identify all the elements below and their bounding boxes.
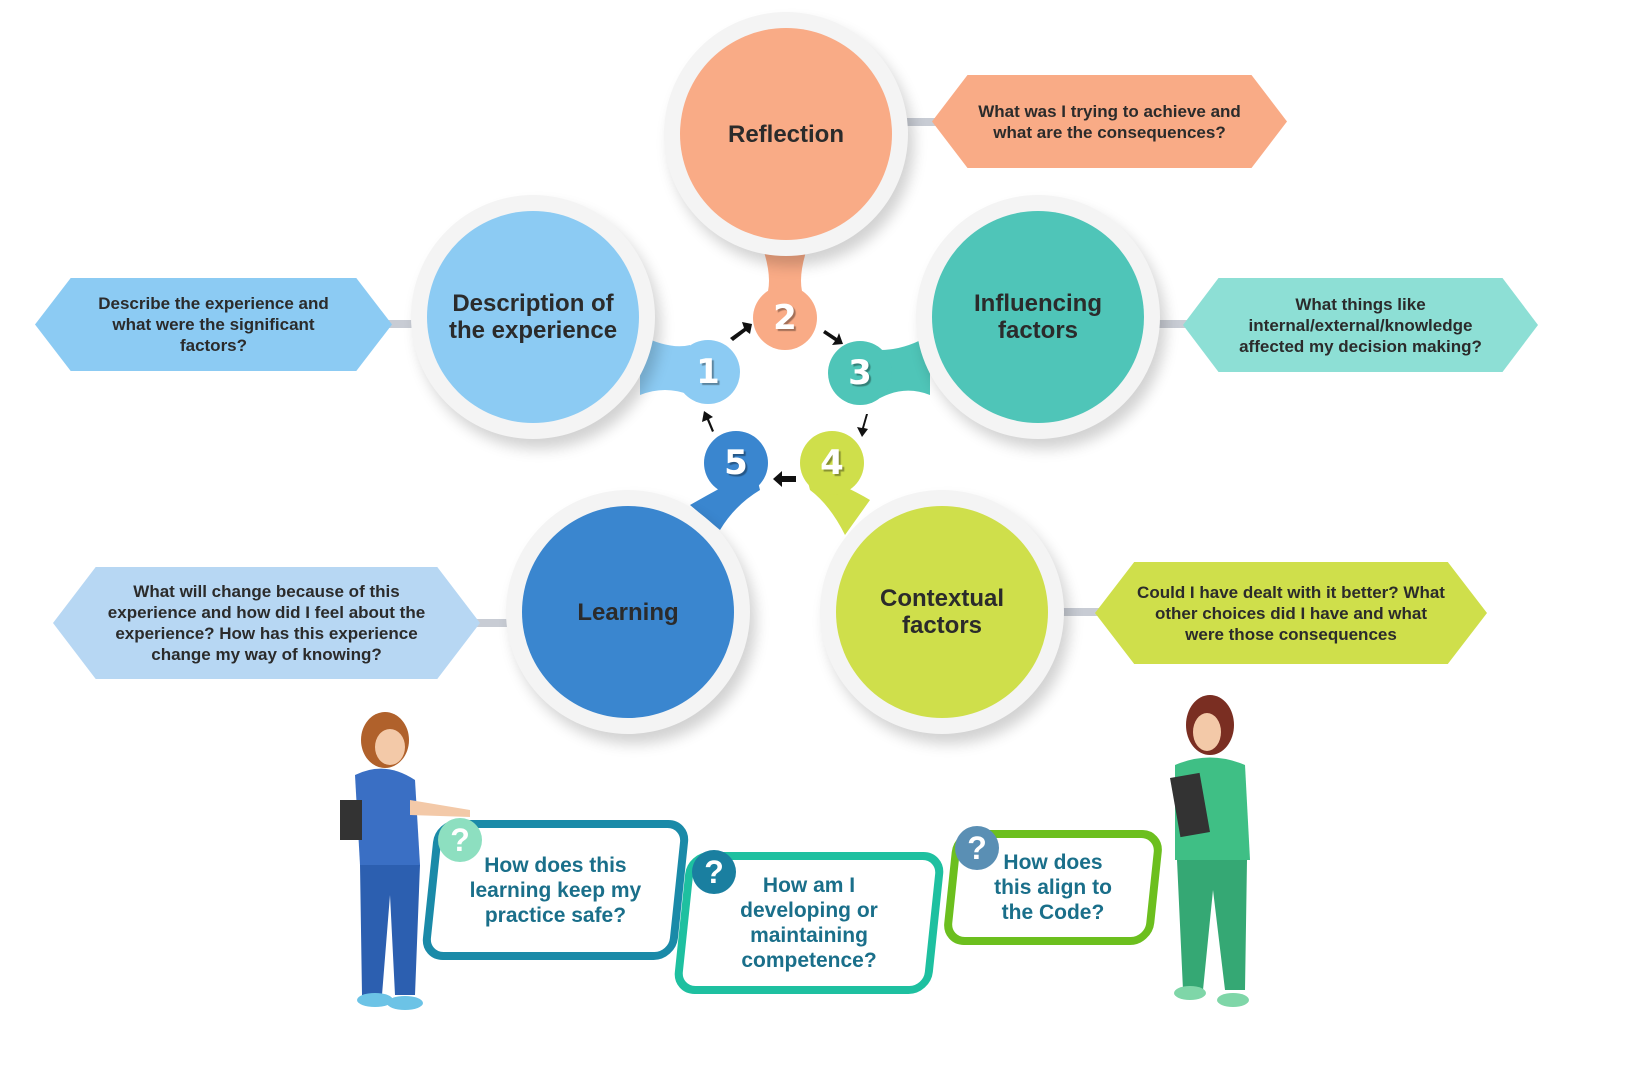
hex-influencing: What things like internal/external/knowl… — [1183, 278, 1538, 372]
circle-learning: Learning — [522, 506, 734, 718]
circle-reflection: Reflection — [680, 28, 892, 240]
circle-label: Contextual factors — [879, 585, 1004, 639]
hex-text: Describe the experience and what were th… — [98, 294, 329, 355]
circle-influencing: Influencing factors — [932, 211, 1144, 423]
hex-text: What will change because of this experie… — [107, 582, 426, 664]
hex-text: What things like internal/external/knowl… — [1239, 294, 1482, 356]
circle-label: Influencing factors — [974, 290, 1102, 344]
hex-text: What was I trying to achieve and what ar… — [978, 101, 1241, 142]
question-icon: ? — [692, 850, 736, 894]
question-text: How am I developing or maintaining compe… — [740, 874, 878, 972]
hex-contextual: Could I have dealt with it better? What … — [1095, 562, 1487, 664]
question-text: How does this learning keep my practice … — [469, 853, 642, 927]
step-number-1: 1 — [676, 340, 740, 404]
question-icon: ? — [955, 826, 999, 870]
circle-label: Reflection — [727, 120, 844, 148]
step-number-3: 3 — [828, 341, 892, 405]
step-number-4: 4 — [800, 431, 864, 495]
connector-reflection — [900, 118, 940, 126]
connector-contextual — [1055, 608, 1100, 616]
hex-text: Could I have dealt with it better? What … — [1137, 582, 1445, 644]
question-icon: ? — [438, 818, 482, 862]
connector-description — [385, 320, 425, 328]
connector-learning — [475, 619, 515, 627]
connector-influencing — [1150, 320, 1190, 328]
hex-description: Describe the experience and what were th… — [35, 278, 392, 371]
circle-label: Description of the experience — [448, 290, 618, 344]
question-text: How does this align to the Code? — [994, 851, 1112, 924]
nurse-left-illustration — [340, 712, 470, 1010]
circle-label: Learning — [577, 598, 679, 626]
step-number-2: 2 — [753, 286, 817, 350]
hex-learning: What will change because of this experie… — [53, 567, 480, 679]
hex-reflection: What was I trying to achieve and what ar… — [932, 75, 1287, 168]
step-number-5: 5 — [704, 431, 768, 495]
circle-contextual: Contextual factors — [836, 506, 1048, 718]
nurse-right-illustration — [1170, 695, 1250, 1007]
circle-description: Description of the experience — [427, 211, 639, 423]
